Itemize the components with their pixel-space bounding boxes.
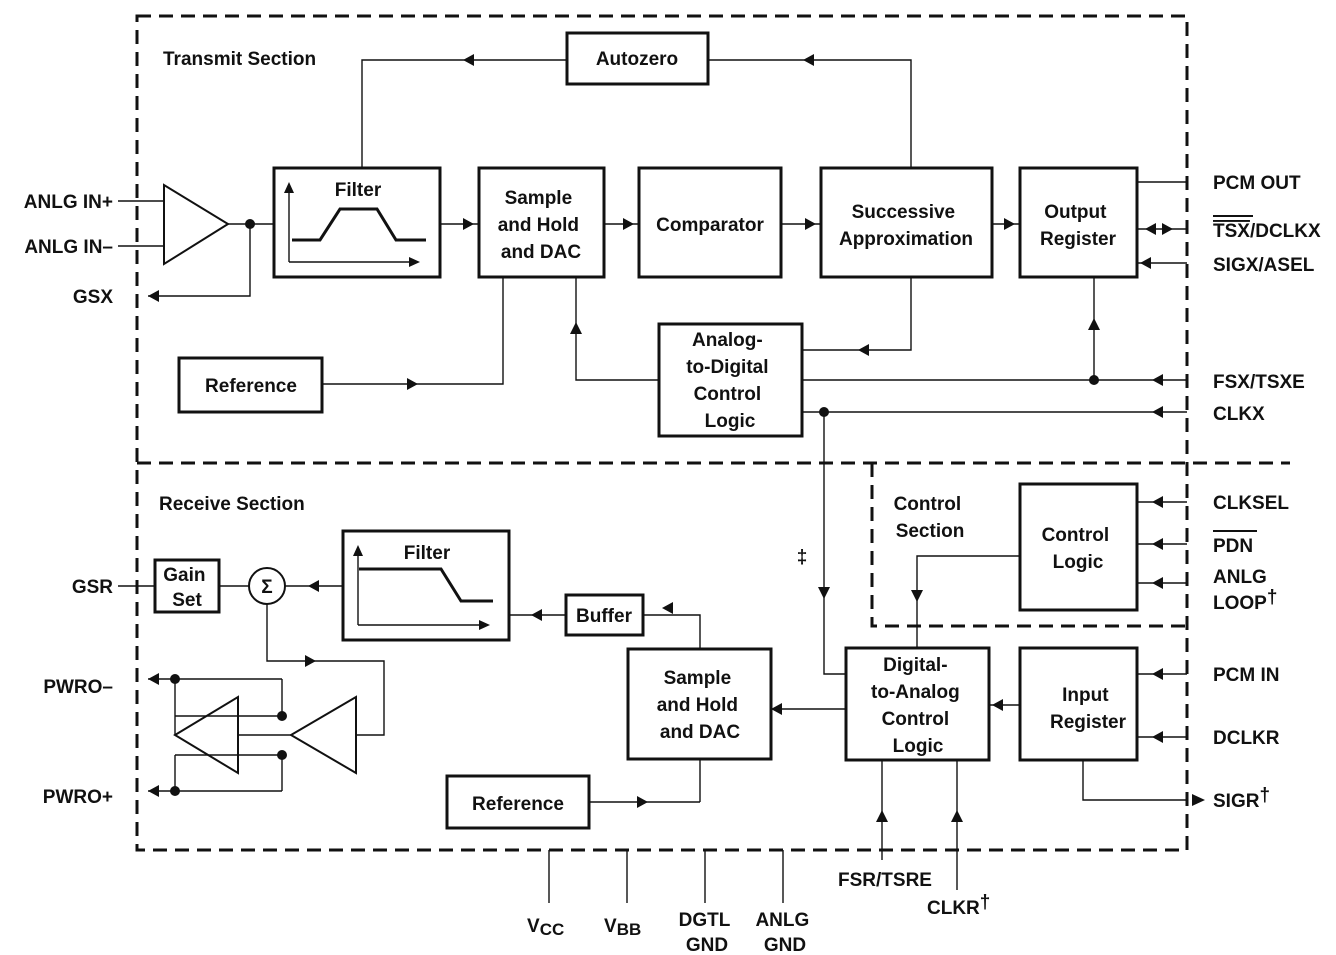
tx-reference-label: Reference xyxy=(205,376,297,397)
control-section-border xyxy=(870,463,1187,628)
pin-gsr: GSR xyxy=(72,577,113,598)
receive-section-title: Receive Section xyxy=(159,494,305,515)
pin-pcm-in: PCM IN xyxy=(1213,665,1280,686)
successive-approximation-block: Successive Approximation xyxy=(819,166,994,279)
pin-pdn: PDN xyxy=(1213,536,1253,557)
junction-dots xyxy=(170,219,1099,796)
dac-control-logic-label: Digital- to-Analog Control Logic xyxy=(871,655,965,757)
pin-sigr: SIGR† xyxy=(1213,785,1270,812)
output-register-block: Output Register xyxy=(1018,166,1139,279)
bottom-pin-labels: VCC VBB DGTL GND ANLG GND FSR/TSRE CLKR† xyxy=(527,870,990,955)
rx-sample-hold-dac-block: Sample and Hold and DAC xyxy=(626,647,773,761)
control-logic-label: Control Logic xyxy=(1042,525,1115,573)
pin-vbb: VBB xyxy=(604,916,641,939)
pin-clkx: CLKX xyxy=(1213,404,1265,425)
control-section-title: Control Section xyxy=(894,494,967,542)
input-amplifier-icon xyxy=(163,183,230,266)
pin-clksel: CLKSEL xyxy=(1213,493,1289,514)
device-border xyxy=(135,14,1189,852)
successive-approximation-label: Successive Approximation xyxy=(839,202,973,250)
output-register-label: Output Register xyxy=(1040,202,1117,250)
pin-fsr-tsre: FSR/TSRE xyxy=(838,870,932,891)
pin-sigx-asel: SIGX/ASEL xyxy=(1213,255,1315,276)
lowpass-response-icon xyxy=(353,545,493,630)
rx-reference-label: Reference xyxy=(472,794,564,815)
comparator-label: Comparator xyxy=(656,215,764,236)
dac-control-logic-block: Digital- to-Analog Control Logic xyxy=(844,646,991,762)
gain-set-block: Gain Set xyxy=(153,558,221,614)
pin-vcc: VCC xyxy=(527,916,564,939)
left-pin-labels: ANLG IN+ ANLG IN– GSX GSR PWRO– PWRO+ xyxy=(24,192,114,808)
bandpass-response-icon xyxy=(284,182,426,267)
pin-pwro-plus: PWRO+ xyxy=(43,787,113,808)
pin-clkr: CLKR† xyxy=(927,892,990,919)
pin-dgtl-gnd: DGTL GND xyxy=(679,910,736,955)
pin-fsx-tsxe: FSX/TSXE xyxy=(1213,372,1305,393)
adc-control-logic-block: Analog- to-Digital Control Logic xyxy=(657,322,804,438)
pin-tsx-dclkx: TSX/DCLKX xyxy=(1213,221,1321,242)
arrowheads xyxy=(148,54,1205,822)
rx-filter-block: Filter xyxy=(341,529,511,642)
rx-reference-block: Reference xyxy=(445,774,591,830)
power-amplifier-2-icon xyxy=(289,695,357,775)
pin-pcm-out: PCM OUT xyxy=(1213,173,1301,194)
right-pin-labels: PCM OUT TSX/DCLKX SIGX/ASEL FSX/TSXE CLK… xyxy=(1213,173,1321,812)
pin-anlg-in-plus: ANLG IN+ xyxy=(24,192,113,213)
tx-sample-hold-label: Sample and Hold and DAC xyxy=(498,188,585,263)
comparator-block: Comparator xyxy=(637,166,783,279)
pin-pwro-minus: PWRO– xyxy=(43,677,113,698)
pin-gsx: GSX xyxy=(73,287,113,308)
rx-filter-label: Filter xyxy=(404,543,451,564)
double-dagger-mark: ‡ xyxy=(797,547,808,568)
power-amplifier-1-icon xyxy=(173,695,239,775)
input-register-label: Input Register xyxy=(1050,685,1127,733)
pin-anlg-loop-line2: LOOP† xyxy=(1213,587,1277,614)
tx-reference-block: Reference xyxy=(177,356,324,414)
tx-sample-hold-dac-block: Sample and Hold and DAC xyxy=(477,166,606,279)
buffer-block: Buffer xyxy=(564,593,645,637)
autozero-block: Autozero xyxy=(565,31,710,86)
rx-sample-hold-label: Sample and Hold and DAC xyxy=(657,668,744,743)
adc-control-logic-label: Analog- to-Digital Control Logic xyxy=(686,330,774,432)
gain-set-label: Gain Set xyxy=(163,565,211,611)
input-register-block: Input Register xyxy=(1018,646,1139,762)
pin-anlg-gnd: ANLG GND xyxy=(755,910,814,955)
buffer-label: Buffer xyxy=(576,606,633,627)
pin-anlg-loop-line1: ANLG xyxy=(1213,567,1267,588)
summing-junction: Σ xyxy=(248,567,286,605)
section-borders xyxy=(135,14,1290,852)
control-logic-block: Control Logic xyxy=(1018,482,1139,612)
sigma-symbol: Σ xyxy=(261,577,272,598)
transmit-section-title: Transmit Section xyxy=(163,49,316,70)
pin-anlg-in-minus: ANLG IN– xyxy=(24,237,113,258)
pin-dclkr: DCLKR xyxy=(1213,728,1280,749)
tx-filter-label: Filter xyxy=(335,180,382,201)
tx-filter-block: Filter xyxy=(272,166,442,279)
autozero-label: Autozero xyxy=(596,49,678,70)
